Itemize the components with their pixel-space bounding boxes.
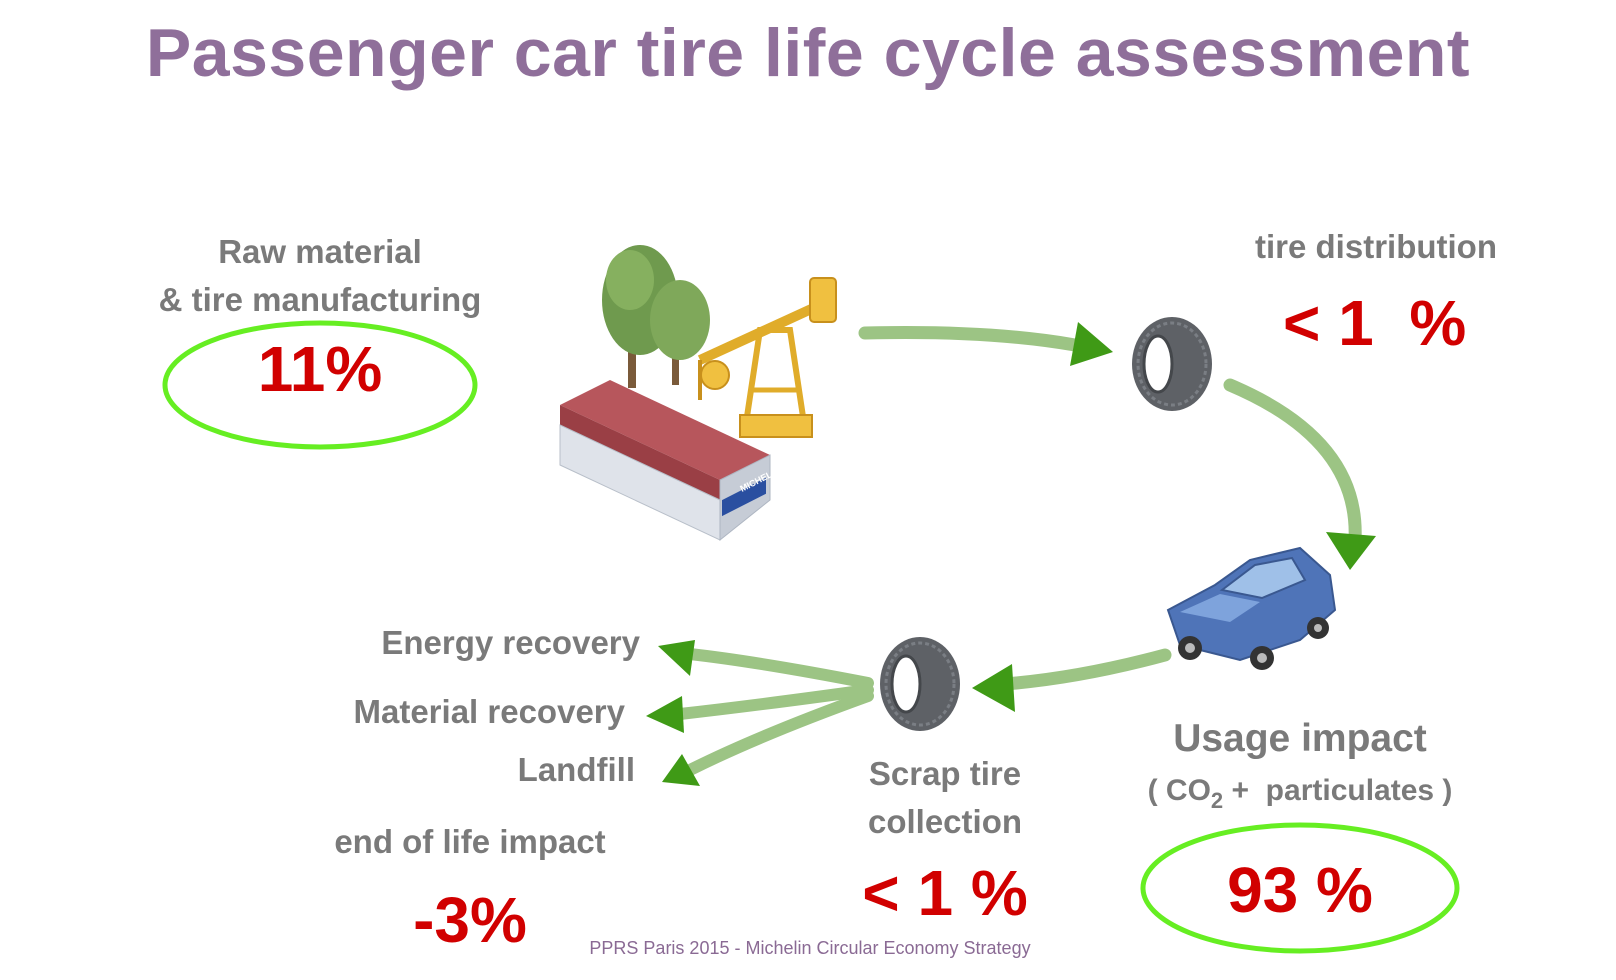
- manufacturing-value: 11%: [257, 333, 383, 405]
- usage-highlight-ellipse: [1140, 822, 1460, 954]
- end-of-life-option-material: Material recovery: [353, 693, 626, 730]
- arrow-to-collection: [972, 648, 1172, 712]
- manufacturing-label-line1: Raw material: [218, 233, 422, 270]
- end-of-life-option-energy: Energy recovery: [381, 624, 640, 661]
- usage-detail-subscript: 2: [1210, 788, 1224, 813]
- car-icon: [1166, 546, 1337, 670]
- usage-value: 93 %: [1227, 854, 1373, 926]
- end-of-life-value: -3%: [413, 884, 527, 956]
- arrow-to-distribution: [858, 322, 1113, 366]
- footer-source: PPRS Paris 2015 - Michelin Circular Econ…: [589, 938, 1031, 958]
- end-of-life-label: end of life impact: [334, 823, 606, 860]
- distribution-label: tire distribution: [1255, 228, 1497, 265]
- collection-label-line2: collection: [867, 803, 1023, 840]
- manufacturing-label-line2: & tire manufacturing: [158, 281, 482, 318]
- arrows-to-end-of-life: [646, 640, 874, 786]
- distribution-value: < 1 %: [1283, 287, 1467, 359]
- factory-icon: [559, 380, 771, 542]
- collection-label: Scrap tire collection: [800, 750, 1090, 846]
- scrap-tire-icon: [880, 637, 960, 731]
- oil-pump-icon: [697, 277, 837, 438]
- collection-label-line1: Scrap tire: [868, 755, 1022, 792]
- manufacturing-label: Raw material & tire manufacturing: [110, 228, 530, 324]
- tire-icon: [1132, 317, 1212, 411]
- collection-value: < 1 %: [862, 857, 1028, 929]
- usage-detail-open: ( CO: [1147, 774, 1211, 807]
- usage-detail: ( CO2 + particulates ): [1100, 774, 1500, 814]
- manufacturing-highlight-ellipse: [162, 320, 478, 450]
- arrow-to-usage: [1223, 378, 1376, 570]
- usage-label: Usage impact: [1173, 717, 1427, 760]
- trees-icon: [602, 245, 710, 388]
- end-of-life-option-landfill: Landfill: [517, 751, 635, 788]
- page-title: Passenger car tire life cycle assessment: [145, 15, 1471, 91]
- usage-detail-rest: + particulates ): [1223, 774, 1453, 807]
